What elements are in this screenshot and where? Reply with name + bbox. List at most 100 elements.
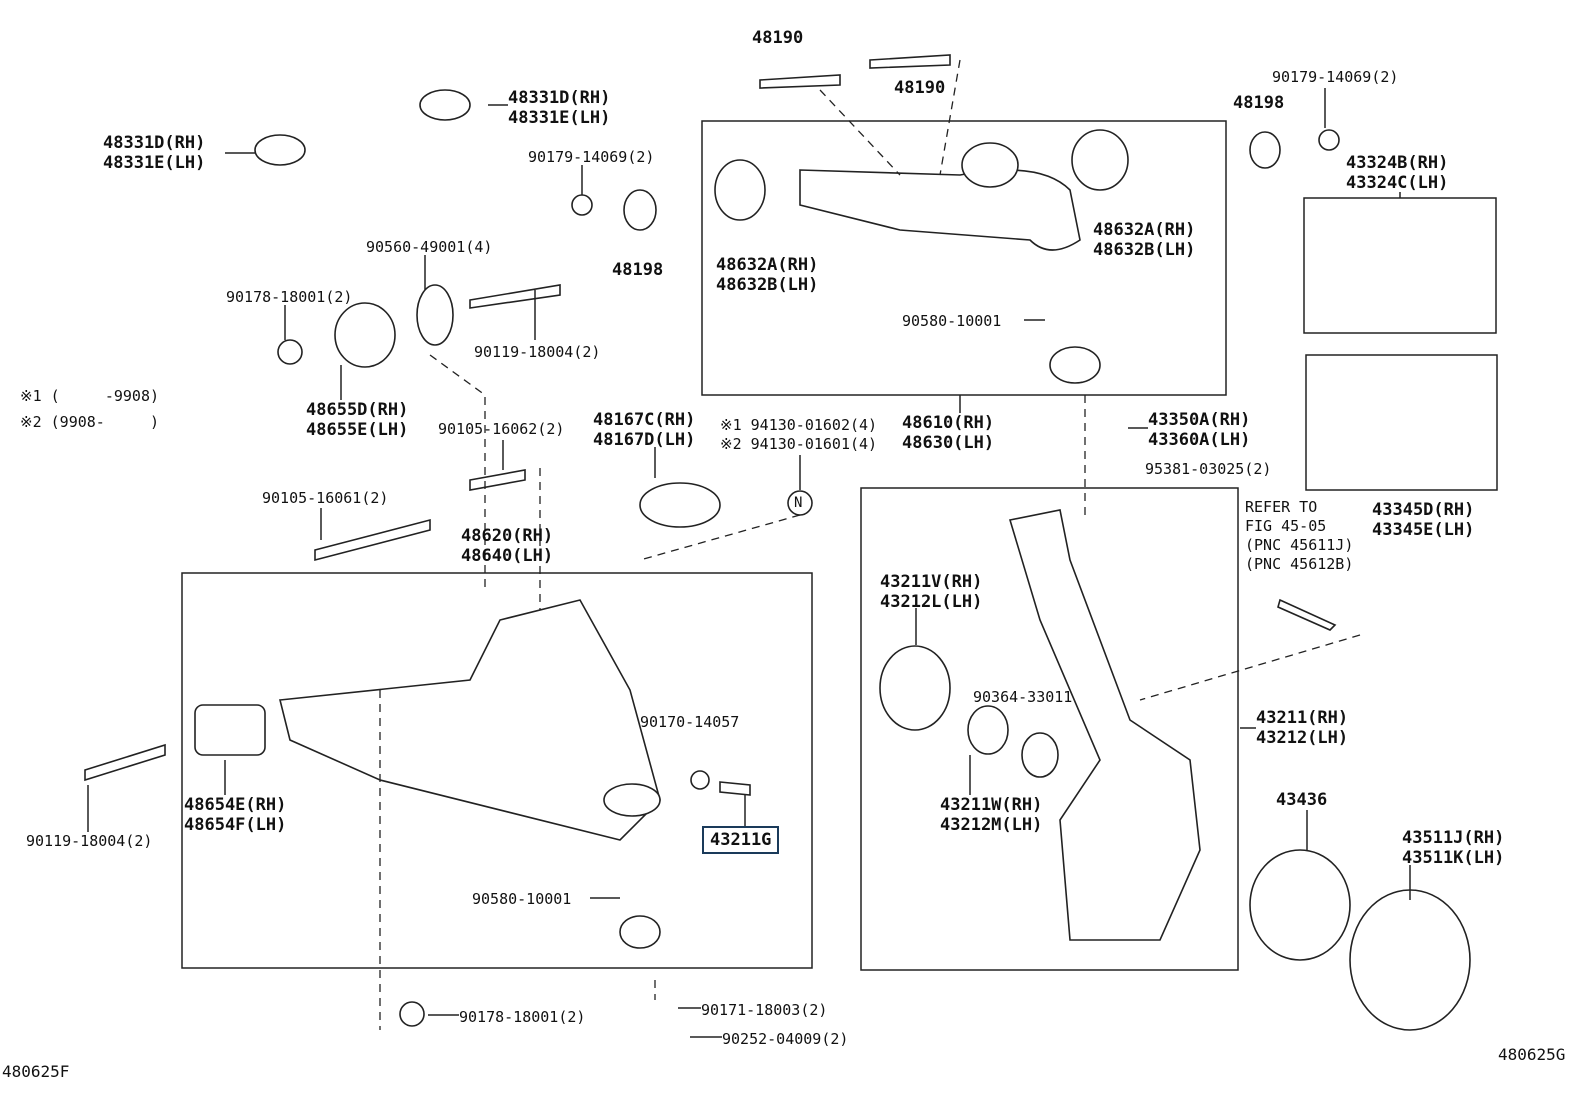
label-line: 48331D(RH)	[103, 133, 206, 153]
label-line: 48167C(RH)	[593, 410, 696, 430]
label-line: 48331D(RH)	[508, 88, 611, 108]
part-90170-14057[interactable]: 90170-14057	[640, 713, 739, 732]
part-43511j[interactable]: 43511J(RH)43511K(LH)	[1402, 828, 1504, 868]
part-48655d[interactable]: 48655D(RH)48655E(LH)	[306, 400, 408, 440]
part-43211[interactable]: 43211(RH)43212(LH)	[1256, 708, 1348, 748]
label-line: 90178-18001(2)	[226, 288, 353, 306]
part-48610[interactable]: 48610(RH)48630(LH)	[902, 413, 994, 453]
part-90179-14069-right[interactable]: 90179-14069(2)	[1272, 68, 1398, 87]
label-line: 90119-18004(2)	[26, 832, 153, 850]
part-48654e[interactable]: 48654E(RH)48654F(LH)	[184, 795, 286, 835]
part-48331d-left[interactable]: 48331D(RH)48331E(LH)	[103, 133, 205, 173]
part-90179-14069-mid[interactable]: 90179-14069(2)	[528, 148, 654, 167]
part-90364-33011[interactable]: 90364-33011	[973, 688, 1072, 707]
part-48632a-right[interactable]: 48632A(RH)48632B(LH)	[1093, 220, 1195, 260]
part-43211v[interactable]: 43211V(RH)43212L(LH)	[880, 572, 982, 612]
label-line: 48654F(LH)	[184, 815, 287, 835]
part-43211g[interactable]: 43211G	[702, 826, 780, 854]
label-line: 43360A(LH)	[1148, 430, 1251, 450]
part-43345d[interactable]: 43345D(RH)43345E(LH)	[1372, 500, 1474, 540]
part-48190-top[interactable]: 48190	[752, 28, 803, 48]
label-line: 90560-49001(4)	[366, 238, 493, 256]
dashed-assembly-lines	[379, 59, 1361, 1030]
label-line: 48610(RH)	[902, 413, 995, 433]
part-90252-04009[interactable]: 90252-04009(2)	[722, 1030, 848, 1049]
label-line: 43345E(LH)	[1372, 520, 1475, 540]
part-90105-16061[interactable]: 90105-16061(2)	[262, 489, 388, 508]
label-line: 90179-14069(2)	[1272, 68, 1399, 86]
boot-kit-box-lower	[1305, 354, 1498, 491]
label-line: 43324B(RH)	[1346, 153, 1449, 173]
label-line: 90178-18001(2)	[459, 1008, 586, 1026]
part-43436[interactable]: 43436	[1276, 790, 1327, 810]
part-90178-18001-bottom[interactable]: 90178-18001(2)	[459, 1008, 585, 1027]
part-90178-18001-top[interactable]: 90178-18001(2)	[226, 288, 352, 307]
part-48331d-upper[interactable]: 48331D(RH)48331E(LH)	[508, 88, 610, 128]
label-line: 43511J(RH)	[1402, 828, 1505, 848]
part-43211w[interactable]: 43211W(RH)43212M(LH)	[940, 795, 1042, 835]
marker-n: N	[794, 495, 803, 511]
label-line: 43345D(RH)	[1372, 500, 1475, 520]
note-2: ※2 (9908- )	[20, 413, 159, 431]
part-43350a[interactable]: 43350A(RH)43360A(LH)	[1148, 410, 1250, 450]
label-line: ※2 94130-01601(4)	[720, 435, 878, 453]
part-90105-16062[interactable]: 90105-16062(2)	[438, 420, 564, 439]
part-94130[interactable]: ※1 94130-01602(4)※2 94130-01601(4)	[720, 416, 877, 454]
label-line: 48190	[894, 78, 946, 98]
leader-lines	[87, 88, 1411, 1038]
label-line: 43211G	[710, 830, 772, 850]
knuckle-group-box	[860, 487, 1239, 971]
part-48620[interactable]: 48620(RH)48640(LH)	[461, 526, 553, 566]
label-line: 90105-16062(2)	[438, 420, 565, 438]
label-line: 48167D(LH)	[593, 430, 696, 450]
label-line: 43511K(LH)	[1402, 848, 1505, 868]
part-90119-18004-left[interactable]: 90119-18004(2)	[26, 832, 152, 851]
label-line: 48331E(LH)	[103, 153, 206, 173]
part-90580-10001-lower[interactable]: 90580-10001	[472, 890, 571, 909]
label-line: 48630(LH)	[902, 433, 995, 453]
part-48632a-left[interactable]: 48632A(RH)48632B(LH)	[716, 255, 818, 295]
label-line: 43212(LH)	[1256, 728, 1349, 748]
label-line: 43211V(RH)	[880, 572, 983, 592]
label-line: FIG 45-05	[1245, 517, 1327, 535]
label-line: 48198	[612, 260, 664, 280]
label-line: 90179-14069(2)	[528, 148, 655, 166]
label-line: 43324C(LH)	[1346, 173, 1449, 193]
part-43324b[interactable]: 43324B(RH)43324C(LH)	[1346, 153, 1448, 193]
part-90560-49001[interactable]: 90560-49001(4)	[366, 238, 492, 257]
part-95381-03025[interactable]: 95381-03025(2)	[1145, 460, 1271, 479]
lower-arm-group-box	[181, 572, 813, 969]
label-line: 43436	[1276, 790, 1328, 810]
label-line: 43212M(LH)	[940, 815, 1043, 835]
part-90119-18004-top[interactable]: 90119-18004(2)	[474, 343, 600, 362]
part-48198-right[interactable]: 48198	[1233, 93, 1284, 113]
upper-arm-shape	[714, 129, 1129, 384]
note-1: ※1 ( -9908)	[20, 387, 159, 405]
part-90580-10001-upper[interactable]: 90580-10001	[902, 312, 1001, 331]
part-48190[interactable]: 48190	[894, 78, 945, 98]
upper-arm-group-box	[701, 120, 1227, 396]
lower-arm-shape	[194, 482, 721, 949]
label-line: 95381-03025(2)	[1145, 460, 1272, 478]
label-line: 90364-33011	[973, 688, 1073, 706]
part-48167c[interactable]: 48167C(RH)48167D(LH)	[593, 410, 695, 450]
label-line: (PNC 45611J)	[1245, 536, 1354, 554]
part-48198-mid[interactable]: 48198	[612, 260, 663, 280]
figure-code-left: 480625F	[2, 1062, 70, 1081]
boot-kit-box-upper	[1303, 197, 1497, 334]
label-line: REFER TO	[1245, 498, 1318, 516]
label-line: 90580-10001	[472, 890, 572, 908]
label-line: 90171-18003(2)	[701, 1001, 828, 1019]
label-line: 48640(LH)	[461, 546, 554, 566]
part-90171-18003[interactable]: 90171-18003(2)	[701, 1001, 827, 1020]
label-line: ※1 94130-01602(4)	[720, 416, 878, 434]
label-line: 43211W(RH)	[940, 795, 1043, 815]
label-line: 48632B(LH)	[716, 275, 819, 295]
label-line: 90170-14057	[640, 713, 740, 731]
figure-code-right: 480625G	[1498, 1045, 1566, 1064]
label-line: 90252-04009(2)	[722, 1030, 849, 1048]
label-line: 48655E(LH)	[306, 420, 409, 440]
